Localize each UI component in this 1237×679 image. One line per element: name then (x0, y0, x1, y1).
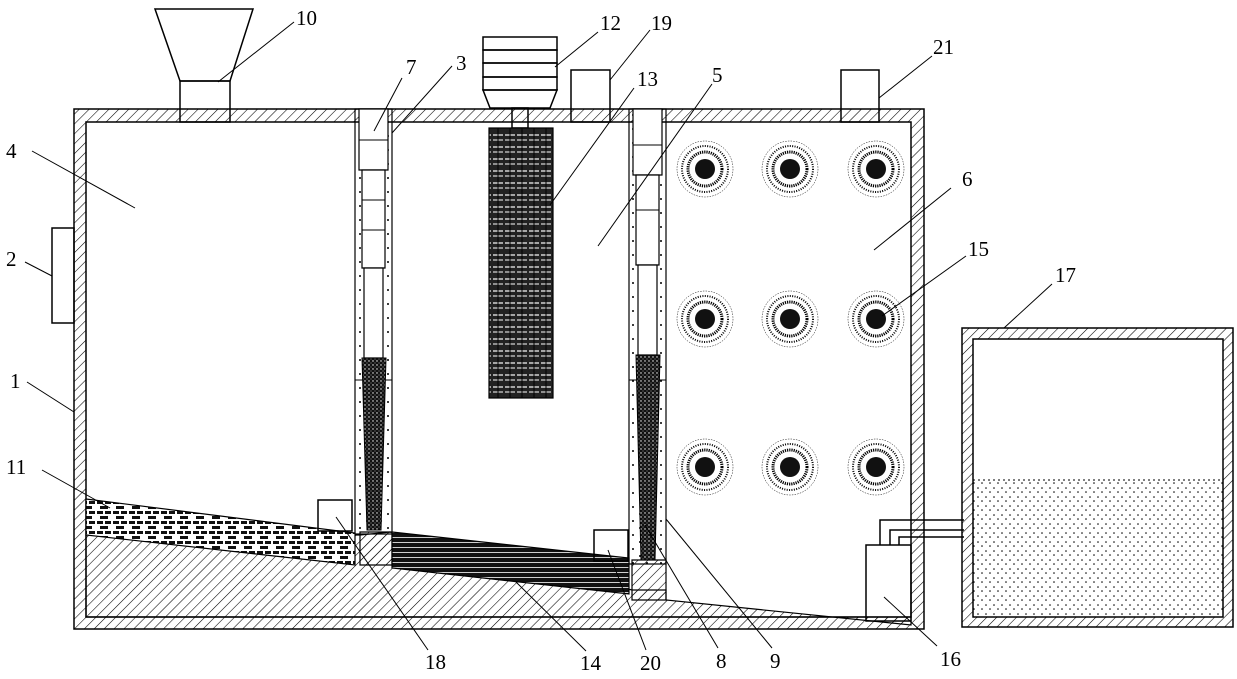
label-12: 12 (600, 11, 621, 35)
label-20: 20 (640, 651, 661, 675)
label-15: 15 (968, 237, 989, 261)
side-panel (51, 227, 75, 324)
label-6: 6 (962, 167, 973, 191)
outlet-pump (865, 519, 964, 622)
label-10: 10 (296, 6, 317, 30)
label-5: 5 (712, 63, 723, 87)
label-3: 3 (456, 51, 467, 75)
label-1: 1 (10, 369, 21, 393)
label-17: 17 (1055, 263, 1076, 287)
part-numbers: 1 2 3 4 5 6 7 8 9 10 11 12 13 14 15 16 1… (6, 6, 1076, 675)
motor-unit (481, 36, 559, 129)
filter-layer-left (85, 498, 356, 566)
label-18: 18 (425, 650, 446, 674)
partition-pipe-right (628, 108, 667, 565)
label-13: 13 (637, 67, 658, 91)
label-11: 11 (6, 455, 26, 479)
pump-left (317, 499, 353, 532)
label-7: 7 (406, 55, 417, 79)
pump-middle (593, 529, 629, 562)
partition-pipe-left (354, 108, 393, 535)
label-19: 19 (651, 11, 672, 35)
sediment-layer (391, 531, 630, 595)
label-14: 14 (580, 651, 602, 675)
label-9: 9 (770, 649, 781, 673)
aeration-fans (675, 139, 906, 497)
filter-module (488, 127, 554, 399)
label-2: 2 (6, 247, 17, 271)
feed-hopper (153, 8, 255, 123)
label-4: 4 (6, 139, 17, 163)
label-8: 8 (716, 649, 727, 673)
storage-tank (961, 327, 1234, 628)
leader-lines (24, 21, 1053, 652)
label-16: 16 (940, 647, 961, 671)
label-21: 21 (933, 35, 954, 59)
top-box-left (570, 69, 611, 123)
top-box-right (840, 69, 880, 123)
